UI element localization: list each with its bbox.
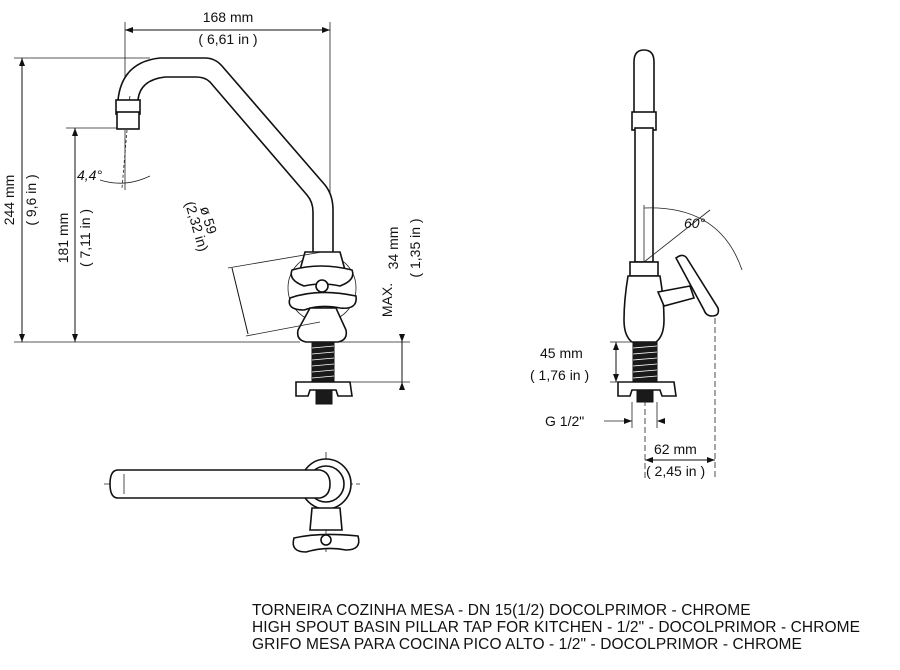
top-view xyxy=(104,452,360,555)
dim-height-spout: 181 mm xyxy=(55,213,71,264)
side-thread-marks xyxy=(632,345,658,379)
dim-width-top: 168 mm xyxy=(203,9,254,25)
dim-max-thickness: 34 mm xyxy=(385,227,401,270)
side-handle-wing xyxy=(674,254,720,317)
dim-handle-diameter: ø 59 xyxy=(197,204,220,236)
side-lock-nut xyxy=(617,381,677,397)
dim-height-total: 244 mm xyxy=(1,175,17,226)
title-spanish: GRIFO MESA PARA COCINA PICO ALTO - 1/2" … xyxy=(252,636,802,653)
dim-max-thickness-in: ( 1,35 in ) xyxy=(407,218,423,277)
technical-drawing: 168 mm ( 6,61 in ) 244 mm ( 9,6 in ) 181… xyxy=(1,9,743,555)
dim-base-offset: 62 mm xyxy=(654,441,697,457)
side-view: 60° 45 mm ( 1,76 in ) G 1/2" 62 mm ( 2,4… xyxy=(530,49,743,480)
top-handle-hub xyxy=(320,534,332,546)
side-handle-stem xyxy=(656,285,696,307)
arrowheads xyxy=(613,342,619,382)
dim-max-label: MAX. xyxy=(379,283,395,317)
handle-hub xyxy=(315,279,329,293)
dim-height-spout-in: ( 7,11 in ) xyxy=(77,209,93,267)
dim-thread-length-in: ( 1,76 in ) xyxy=(530,367,589,383)
handle-wing-bottom xyxy=(288,291,357,311)
extension-line xyxy=(245,321,321,337)
shank-end xyxy=(315,389,333,405)
dimension-line-diameter xyxy=(231,267,249,335)
side-collar xyxy=(629,261,659,277)
dim-thread-length: 45 mm xyxy=(540,345,583,361)
top-valve-body xyxy=(309,507,343,531)
handle-wing-top xyxy=(290,265,354,287)
title-english: HIGH SPOUT BASIN PILLAR TAP FOR KITCHEN … xyxy=(252,619,861,636)
dim-angle-spout: 4,4° xyxy=(77,167,102,183)
top-spout xyxy=(109,469,331,499)
lock-nut xyxy=(295,381,353,397)
title-block: TORNEIRA COZINHA MESA - DN 15(1/2) DOCOL… xyxy=(252,602,860,653)
dim-base-offset-in: ( 2,45 in ) xyxy=(646,463,705,479)
angle-arc xyxy=(99,175,151,184)
dim-width-top-in: ( 6,61 in ) xyxy=(198,31,257,47)
thread-marks xyxy=(311,345,335,379)
angle-arc xyxy=(643,207,743,271)
angle-line xyxy=(643,209,711,263)
arrowheads xyxy=(645,457,715,463)
dim-angle-handle: 60° xyxy=(684,215,706,231)
extension-line xyxy=(227,251,323,269)
front-view: 168 mm ( 6,61 in ) 244 mm ( 9,6 in ) 181… xyxy=(1,9,423,405)
dim-thread: G 1/2" xyxy=(545,413,584,429)
body-base xyxy=(296,307,348,343)
side-spout-top xyxy=(633,49,655,119)
angle-line xyxy=(121,129,128,189)
arrowheads xyxy=(624,418,665,424)
aerator xyxy=(116,111,140,130)
title-portuguese: TORNEIRA COZINHA MESA - DN 15(1/2) DOCOL… xyxy=(252,602,751,619)
dim-height-total-in: ( 9,6 in ) xyxy=(23,174,39,225)
spout-tube xyxy=(117,57,334,256)
side-body xyxy=(623,275,665,343)
